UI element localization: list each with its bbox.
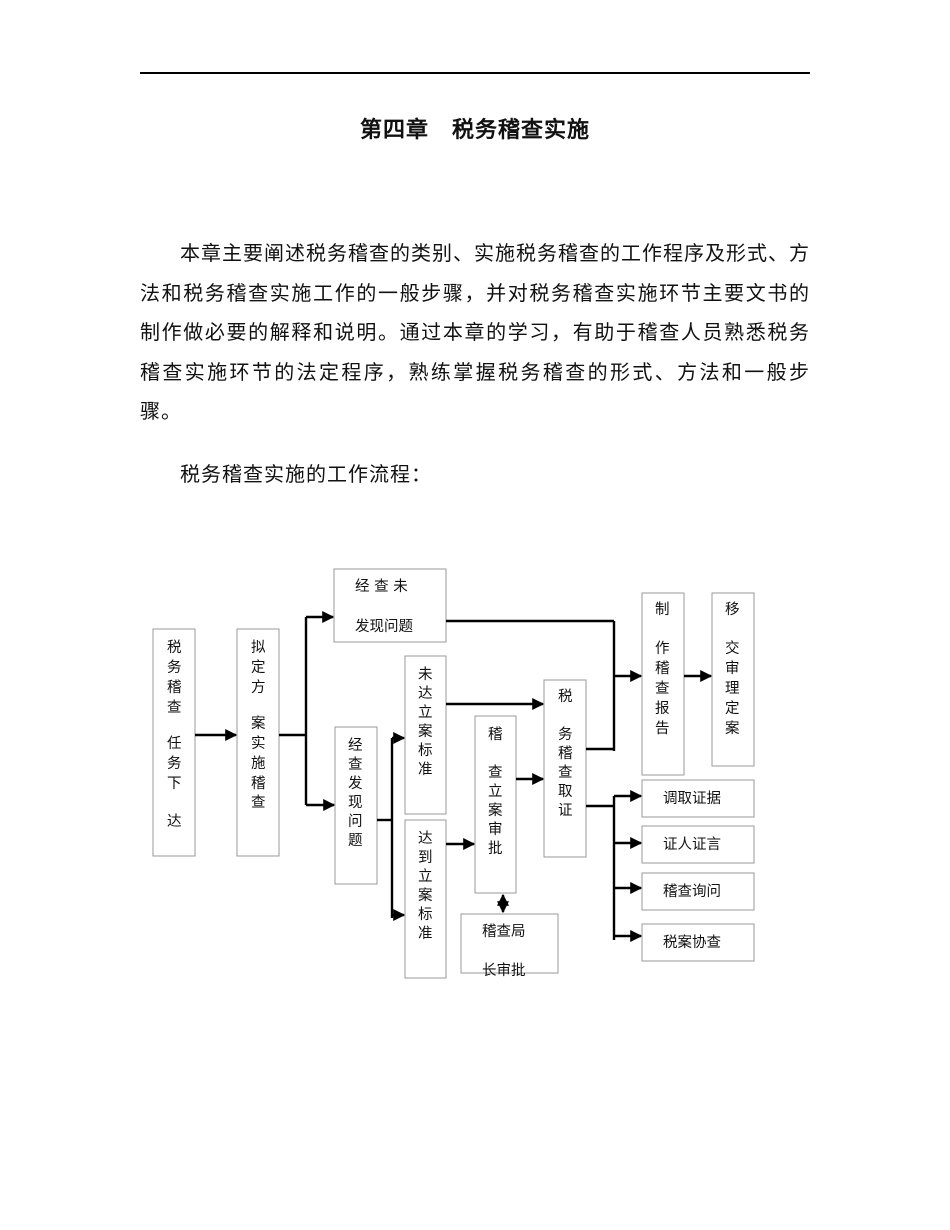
task-box: [152, 628, 196, 857]
below-standard-label: 未 达 立 案 标 准: [418, 666, 437, 778]
intro-paragraph: 本章主要阐述税务稽查的类别、实施税务稽查的工作程序及形式、方法和税务稽查实施工作…: [140, 241, 810, 423]
method-box-4: [641, 923, 755, 962]
plan-box: [236, 628, 280, 857]
transfer-label: 移 交 审 理 定 案: [725, 601, 744, 737]
method-label-3: 稽查询问: [663, 883, 721, 900]
case-approval-label: 稽 查 立 案 审 批: [488, 726, 507, 857]
issue-found-box: [334, 726, 378, 885]
method-label-2: 证人证言: [663, 836, 721, 853]
flow-caption: 税务稽查实施的工作流程：: [180, 462, 432, 486]
method-box-2: [641, 825, 755, 864]
no-issue-label: 经 查 未 发现问题: [355, 578, 413, 635]
method-box-1: [641, 779, 755, 818]
director-approval-label: 稽查局 长审批: [482, 923, 530, 979]
issue-found-label: 经 查 发 现 问 题: [348, 737, 367, 849]
plan-label: 拟 定 方 案 实 施 稽 查: [251, 639, 270, 811]
report-box: [641, 592, 685, 776]
meet-standard-label: 达 到 立 案 标 准: [418, 830, 437, 942]
meet-standard-box: [404, 819, 447, 979]
evidence-box: [543, 679, 587, 858]
evidence-label: 税 务 稽 查 取 证: [558, 688, 577, 819]
header-rule: [140, 72, 810, 74]
method-label-4: 税案协查: [663, 933, 721, 951]
case-approval-box: [474, 715, 517, 894]
report-label: 制 作 稽 查 报 告: [655, 601, 674, 737]
method-label-1: 调取证据: [663, 790, 721, 807]
no-issue-box: [333, 568, 447, 643]
chapter-title: 第四章 税务稽查实施: [359, 118, 590, 143]
connector-lines: [195, 611, 713, 942]
transfer-box: [711, 592, 755, 767]
method-box-3: [641, 872, 755, 911]
director-approval-box: [460, 913, 559, 974]
task-label: 税 务 稽 查 任 务 下 达: [167, 639, 186, 830]
